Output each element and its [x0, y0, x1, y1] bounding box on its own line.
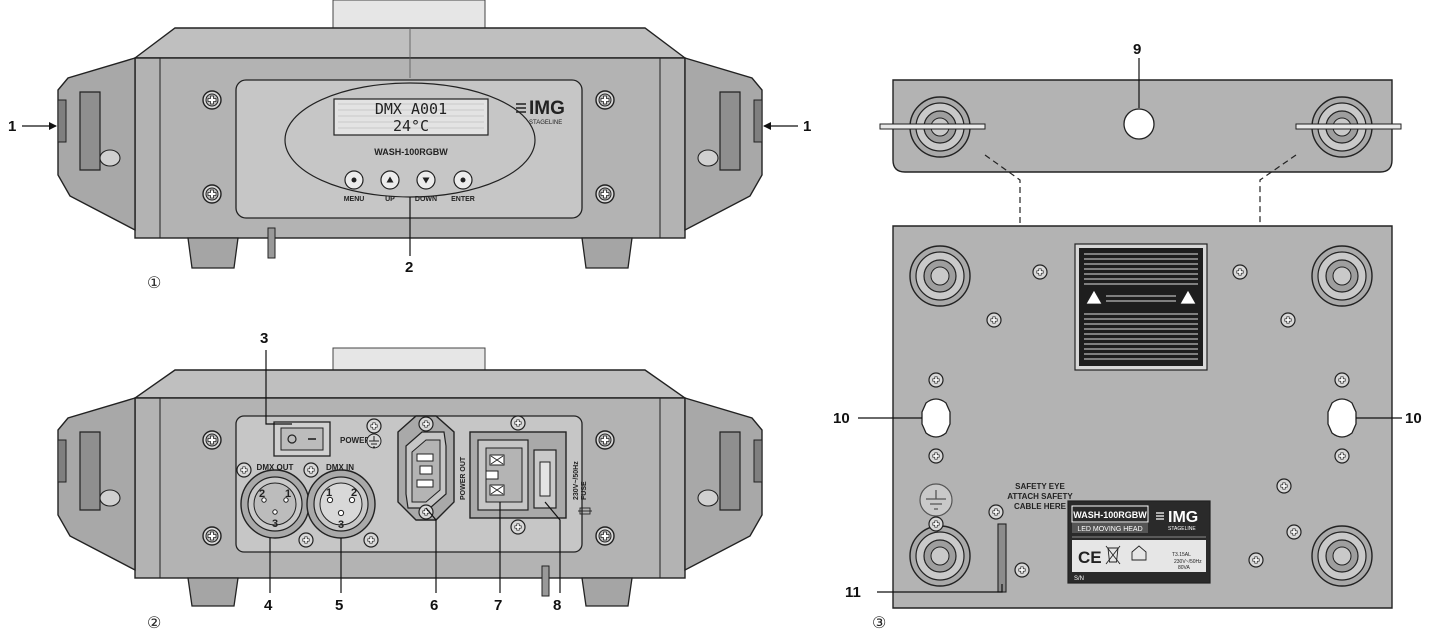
foot — [581, 237, 633, 269]
plate-model: WASH-100RGBW — [1073, 510, 1147, 520]
power-out-label: POWER OUT — [460, 456, 467, 500]
menu-label: MENU — [344, 196, 365, 203]
down-label: DOWN — [415, 196, 437, 203]
callout-7: 7 — [494, 597, 502, 614]
pin-number: 3 — [338, 519, 344, 531]
view-number-1: ① — [147, 275, 161, 292]
pin-number: 3 — [272, 518, 278, 530]
plate-fuse: T3.15AL — [1172, 552, 1191, 558]
callout-1-left: 1 — [8, 118, 16, 135]
dmx-in-label: DMX IN — [326, 463, 354, 472]
callout-3: 3 — [260, 330, 268, 347]
plate-power: 80VA — [1178, 565, 1191, 571]
img-logo: IMG STAGELINE — [516, 98, 565, 126]
dmx-out-socket[interactable] — [240, 469, 310, 539]
fuse-label: FUSE — [581, 481, 588, 500]
callout-11: 11 — [845, 584, 861, 601]
bottom-view: 9 10 10 — [833, 41, 1422, 632]
pin-number: 2 — [351, 487, 357, 499]
rear-view: POWER DMX OUT 2 1 3 DMX IN — [57, 330, 763, 632]
ce-mark: CE — [1078, 548, 1102, 567]
brand-sub: STAGELINE — [529, 120, 562, 126]
screw-icon — [595, 184, 615, 204]
dmx-in-socket[interactable] — [306, 469, 376, 539]
front-view: DMX A001 24°C IMG STAGELINE WASH-100RGBW… — [8, 0, 811, 292]
foot — [187, 237, 239, 269]
up-label: UP — [385, 196, 395, 203]
callout-10-right: 10 — [1405, 410, 1422, 427]
housing-top — [132, 369, 688, 399]
left-handle-slot — [57, 99, 67, 143]
weee-bin-icon — [1105, 545, 1121, 565]
model-label: WASH-100RGBW — [374, 147, 448, 157]
leader-line — [265, 350, 292, 425]
quick-lock-slot-right — [1327, 398, 1357, 438]
safety-line-1: SAFETY EYE — [1015, 482, 1065, 491]
right-handle-slot — [753, 99, 763, 143]
arrow-icon — [49, 122, 57, 130]
control-panel — [235, 79, 583, 219]
callout-10-left: 10 — [833, 410, 850, 427]
callout-2: 2 — [405, 259, 413, 276]
view-number-2: ② — [147, 615, 161, 632]
earth-ground-icon — [919, 483, 953, 517]
safety-line-2: ATTACH SAFETY — [1007, 492, 1073, 501]
callout-6: 6 — [430, 597, 438, 614]
callout-8: 8 — [553, 597, 561, 614]
ground-icon — [366, 433, 382, 449]
arrow-icon — [763, 122, 771, 130]
view-number-3: ③ — [872, 615, 886, 632]
callout-1-right: 1 — [803, 118, 811, 135]
lcd-line-2: 24°C — [393, 117, 429, 135]
warning-icon — [1179, 289, 1197, 305]
indoor-use-icon — [1131, 545, 1147, 561]
screw-icon — [595, 90, 615, 110]
quick-lock-slot-left — [921, 398, 951, 438]
callout-5: 5 — [335, 597, 343, 614]
fuse-holder[interactable] — [533, 449, 557, 509]
bracket-center-hole — [1123, 108, 1155, 140]
screw-icon — [202, 184, 222, 204]
fuse-icon — [578, 507, 592, 515]
safety-eye-slot — [997, 523, 1007, 593]
brand-logo-text: IMG — [529, 98, 565, 119]
plate-sub: LED MOVING HEAD — [1077, 526, 1142, 533]
button-row: MENU UP DOWN ENTER — [344, 170, 475, 203]
safety-line-3: CABLE HERE — [1014, 502, 1067, 511]
callout-4: 4 — [264, 597, 273, 614]
power-label: POWER — [340, 436, 370, 445]
plate-rating: 230V~/50Hz — [1174, 559, 1202, 565]
callout-9: 9 — [1133, 41, 1141, 58]
warning-label — [1074, 243, 1208, 371]
pin-number: 1 — [285, 488, 291, 500]
power-out-socket[interactable] — [397, 415, 455, 521]
plate-sn: S/N — [1074, 576, 1084, 582]
pin-number: 2 — [259, 488, 265, 500]
warning-icon — [1085, 289, 1103, 305]
dmx-out-label: DMX OUT — [257, 463, 294, 472]
base-plate — [892, 225, 1393, 609]
yoke-top — [332, 0, 486, 29]
type-plate: WASH-100RGBW LED MOVING HEAD IMG STAGELI… — [1067, 500, 1211, 584]
enter-label: ENTER — [451, 196, 475, 203]
pin-number: 1 — [326, 487, 332, 499]
screw-icon — [202, 90, 222, 110]
lcd-display — [333, 98, 489, 136]
plate-brand: IMG — [1168, 509, 1198, 526]
lcd-line-1: DMX A001 — [375, 100, 447, 118]
voltage-label: 230V~/50Hz — [573, 461, 580, 500]
plate-brand-sub: STAGELINE — [1168, 526, 1196, 532]
